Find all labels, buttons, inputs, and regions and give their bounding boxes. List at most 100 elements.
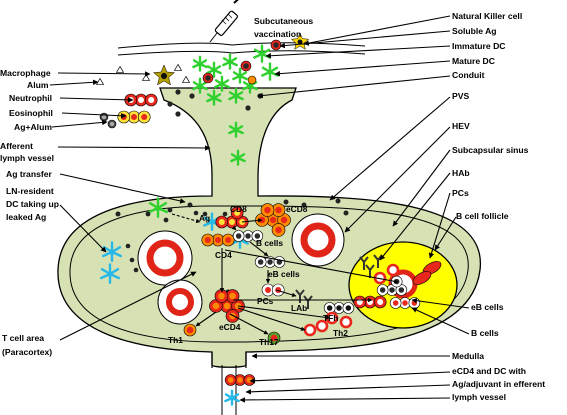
arrow: [329, 96, 451, 201]
ag-dot: [193, 210, 199, 216]
label-eosinophil: Eosinophil: [9, 108, 53, 118]
mature-dc-icon: [261, 62, 279, 81]
label-afferent-2: lymph vessel: [0, 153, 54, 163]
alum-particle: [173, 63, 183, 71]
label-pcs: PCs: [452, 188, 469, 198]
ag-dot: [163, 217, 169, 223]
arrow: [59, 97, 134, 103]
arrow: [57, 71, 151, 77]
arrow: [434, 216, 457, 251]
label-subcutaneous-1: Subcutaneous: [254, 16, 313, 26]
soluble-ag-dot: [175, 89, 181, 95]
macrophage-icon: [152, 64, 176, 86]
label-ln-resident-1: LN-resident: [6, 186, 54, 196]
ag-dot: [125, 243, 131, 249]
arrow: [59, 173, 186, 204]
label-medulla: Medulla: [452, 351, 484, 361]
arrow: [257, 75, 451, 99]
arrow: [237, 307, 306, 331]
syringe-icon: [209, 0, 239, 43]
hab-antibody: [365, 264, 375, 278]
label-ag-alum: Ag+Alum: [14, 122, 52, 132]
plasma-cell-follicle: [412, 271, 432, 285]
eosinophil-cluster: [117, 110, 151, 124]
efferent-vessel: [221, 365, 237, 415]
soluble-ag-cell: [240, 60, 252, 72]
arrow: [241, 218, 263, 223]
th1-cell: [183, 323, 197, 337]
label-mature-dc: Mature DC: [452, 56, 495, 66]
label-macrophage: Macrophage: [0, 68, 51, 78]
soluble-ag-dot: [189, 93, 195, 99]
label-cd4: CD4: [215, 250, 232, 260]
immature-dc-icon: [253, 44, 271, 63]
arrow: [411, 307, 470, 335]
arrow: [379, 172, 451, 261]
efferent-dc-icon: [224, 389, 240, 406]
immature-dc-icon: [222, 53, 238, 70]
arrow: [51, 119, 108, 128]
soluble-ag-dot: [245, 105, 251, 111]
label-pcs-inner: PCs: [257, 296, 274, 306]
label-th2: Th2: [333, 328, 348, 338]
arrow: [59, 204, 107, 253]
soluble-ag-dot: [175, 111, 181, 117]
label-lab: LAb: [291, 303, 307, 313]
label-natural-killer-cell: Natural Killer cell: [452, 11, 522, 21]
arrow: [275, 289, 297, 297]
hev-vessels: [137, 213, 418, 325]
immature-dc-icon: [192, 77, 208, 94]
th2-cell: [303, 323, 317, 337]
label-b-cell-follicle: B cell follicle: [456, 211, 509, 221]
soluble-ag-cell: [270, 39, 282, 51]
arrow: [265, 45, 451, 59]
arrow: [195, 311, 217, 327]
label-tfh: TFh: [323, 313, 338, 323]
arrow: [237, 305, 331, 320]
skin-tissue: [117, 42, 366, 56]
label-neutrophil: Neutrophil: [9, 93, 52, 103]
label-ln-resident-2: DC taking up: [6, 199, 59, 209]
label-eb-cells-inner: eB cells: [268, 269, 300, 279]
label-hab: HAb: [452, 168, 470, 178]
arrow: [224, 249, 399, 284]
label-conduit: Conduit: [452, 70, 485, 80]
immature-dc-icon: [228, 87, 244, 104]
label-t-cell-area-2: (Paracortex): [2, 347, 52, 357]
label-hev: HEV: [452, 121, 470, 131]
label-ag-inner: Ag: [199, 213, 210, 223]
b-cell-ring: [386, 263, 400, 277]
resident-dc-icon: [99, 263, 121, 284]
arrow: [61, 112, 127, 119]
ag-dot: [129, 257, 135, 263]
efferent-ecd4: [224, 374, 256, 386]
dc-entering-node-icon: [147, 197, 169, 219]
label-pvs: PVS: [452, 91, 469, 101]
label-efferent-2: Ag/adjuvant in efferent: [452, 379, 545, 389]
label-eb-cells-right: eB cells: [471, 302, 504, 312]
arrow: [344, 126, 451, 233]
follicle-eb-cells: [389, 297, 421, 309]
alum-particle: [141, 73, 151, 81]
immature-dc-icon: [206, 89, 222, 106]
ag-dot: [343, 210, 349, 216]
label-th1: Th1: [168, 335, 183, 345]
label-cd8: CD8: [230, 204, 247, 214]
alum-particle: [95, 77, 105, 85]
label-ag-transfer: Ag transfer: [6, 169, 52, 179]
arrow: [428, 192, 451, 259]
label-b-cells-inner: B cells: [256, 238, 283, 248]
hab-antibody: [359, 256, 369, 270]
alum-particle: [115, 65, 125, 73]
label-subcutaneous-2: vaccination: [254, 29, 301, 39]
ag-dot: [115, 211, 121, 217]
cd4-t-cells: [201, 233, 235, 247]
soluble-ag-cell: [202, 72, 214, 84]
th2-cell: [315, 319, 329, 333]
arrow: [274, 60, 451, 77]
immature-dc-icon: [214, 75, 230, 92]
ag-dot: [283, 199, 289, 205]
ag-dot: [167, 207, 173, 213]
